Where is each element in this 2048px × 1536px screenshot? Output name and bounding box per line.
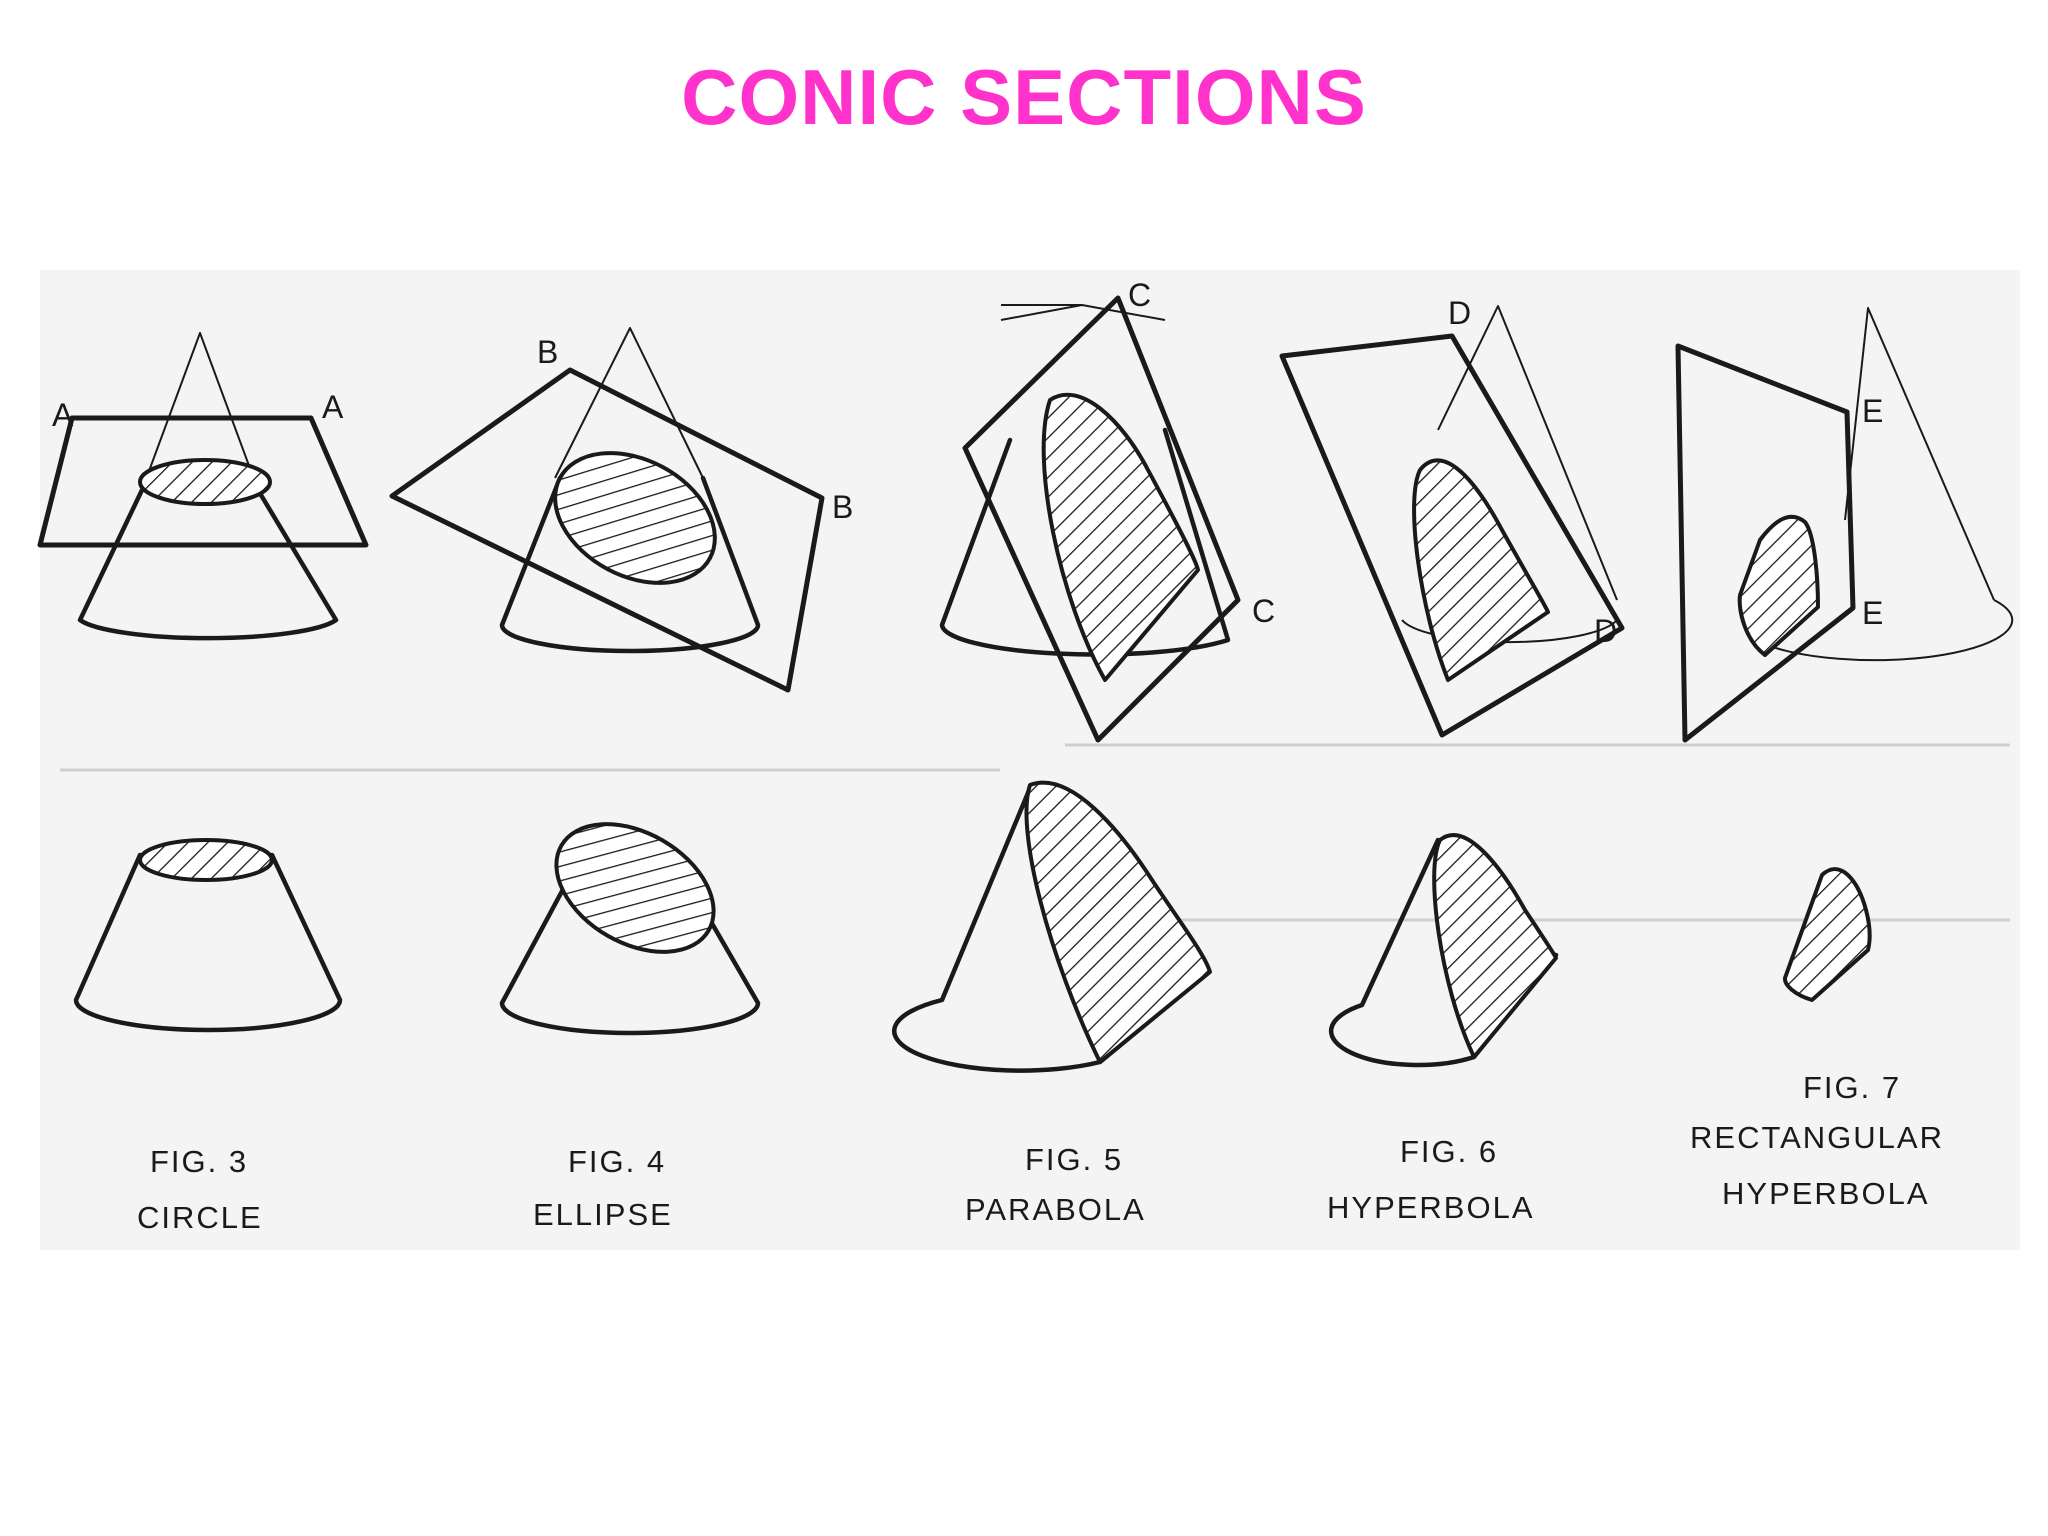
plane-label-d-top: D — [1448, 295, 1471, 331]
fig7-name-line1: RECTANGULAR — [1690, 1120, 1944, 1155]
fig5-name: PARABOLA — [965, 1192, 1146, 1227]
plane-label-a-right: A — [322, 389, 344, 425]
fig3-name: CIRCLE — [137, 1200, 263, 1235]
plane-label-e-bottom: E — [1862, 595, 1883, 631]
plane-label-e-top: E — [1862, 393, 1883, 429]
plane-label-d-right: D — [1594, 613, 1617, 649]
figure-circle: A A FIG. 3 CIRCLE — [37, 332, 369, 1235]
plane-label-b-right: B — [832, 489, 853, 525]
fig7-number: FIG. 7 — [1803, 1070, 1901, 1105]
plane-label-a-left: A — [52, 397, 74, 433]
fig4-name: ELLIPSE — [533, 1197, 673, 1232]
scanned-page-background — [40, 270, 2020, 1250]
fig7-name-line2: HYPERBOLA — [1722, 1176, 1930, 1211]
fig6-number: FIG. 6 — [1400, 1134, 1498, 1169]
figure-parabola: C C FIG. 5 PARABOLA — [891, 277, 1275, 1227]
figure-hyperbola: D D FIG. 6 HYPERBOLA — [1279, 295, 1625, 1225]
plane-label-c-right: C — [1252, 593, 1275, 629]
fig4-number: FIG. 4 — [568, 1144, 666, 1179]
figure-rectangular-hyperbola: E E FIG. 7 RECTANGULAR HYPERBOLA — [1675, 307, 2014, 1211]
page-title: CONIC SECTIONS — [681, 53, 1367, 141]
fig6-name: HYPERBOLA — [1327, 1190, 1535, 1225]
figure-ellipse: B B FIG. 4 ELLIPSE — [389, 327, 853, 1232]
fig3-number: FIG. 3 — [150, 1144, 248, 1179]
fig5-number: FIG. 5 — [1025, 1142, 1123, 1177]
plane-label-b-top: B — [537, 334, 558, 370]
plane-label-c-top: C — [1128, 277, 1151, 313]
